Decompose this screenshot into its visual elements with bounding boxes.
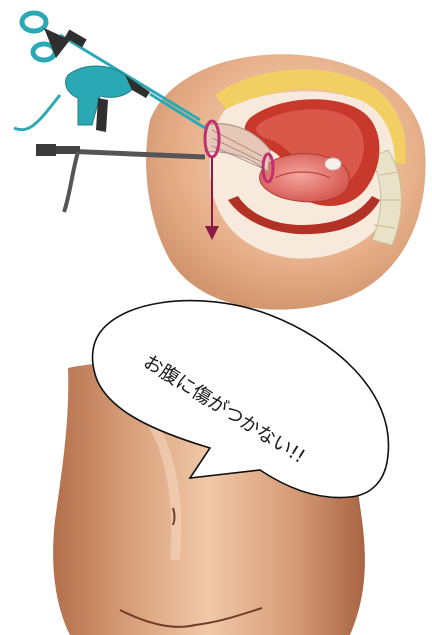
surgical-grasper-icon	[22, 13, 200, 120]
pelvic-cross-section	[146, 54, 425, 309]
